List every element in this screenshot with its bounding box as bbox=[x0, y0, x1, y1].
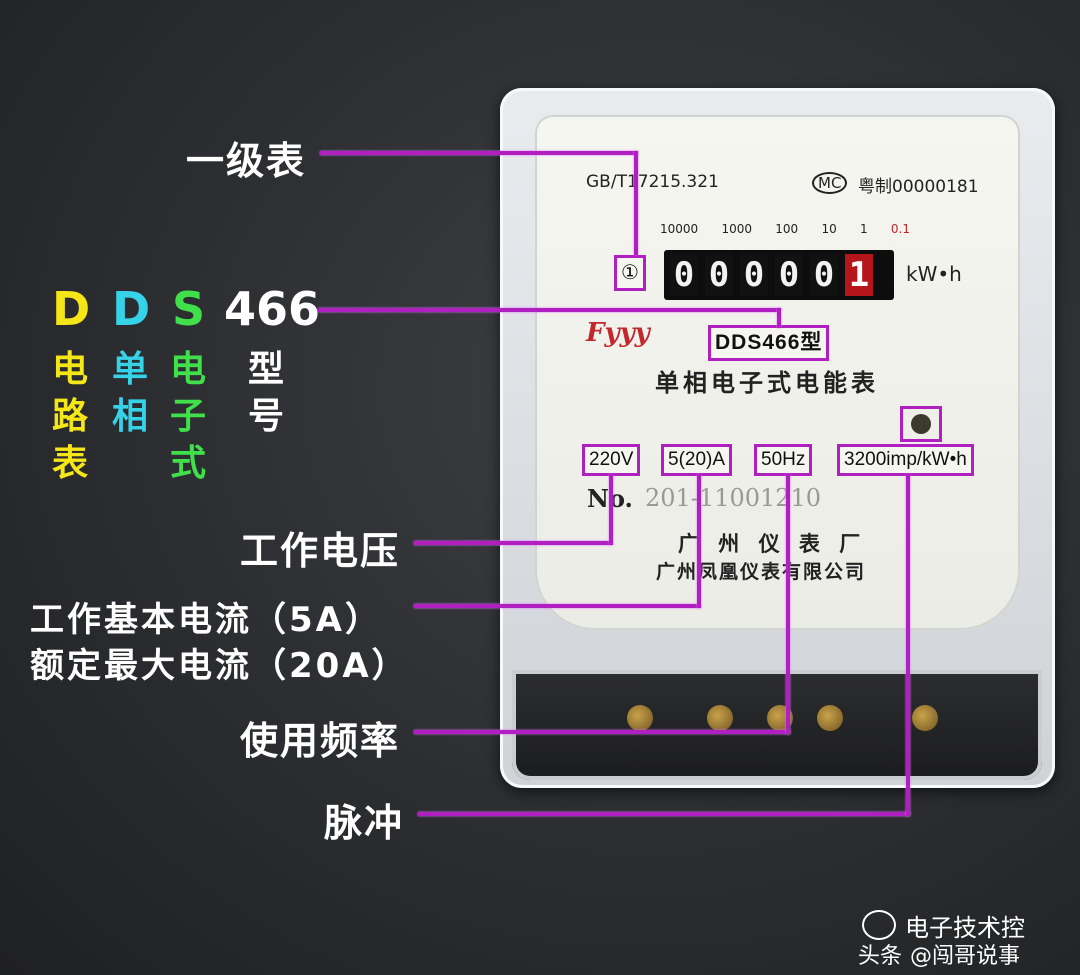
code-desc-char: 式 bbox=[169, 443, 206, 484]
code-letter-d1: D bbox=[52, 282, 91, 336]
code-digits: 466 bbox=[224, 282, 321, 336]
pulse-callout-line bbox=[906, 474, 910, 816]
grade-tag: ① bbox=[614, 255, 646, 291]
scale-label: 100 bbox=[775, 222, 799, 236]
code-desc-char: 单 bbox=[111, 349, 148, 390]
code-desc-char: 型 bbox=[247, 349, 284, 390]
terminal-screw bbox=[627, 705, 653, 731]
pulse-led bbox=[911, 414, 931, 434]
code-desc-char: 表 bbox=[51, 443, 88, 484]
voltage-label: 工作电压 bbox=[240, 529, 401, 573]
terminal-screw bbox=[817, 705, 843, 731]
counter-digit-decimal: 1 bbox=[845, 254, 873, 296]
scale-label: 1000 bbox=[721, 222, 752, 236]
counter-digit: 0 bbox=[740, 254, 768, 296]
license-number: 粤制00000181 bbox=[858, 177, 979, 197]
unit-label: kW•h bbox=[906, 262, 962, 286]
pulse-led-box bbox=[900, 406, 942, 442]
code-desc-char: 号 bbox=[247, 396, 284, 437]
counter-digit: 0 bbox=[775, 254, 803, 296]
pulse-callout-line bbox=[418, 812, 910, 816]
code-desc-char: 电 bbox=[51, 349, 88, 390]
current-callout-line bbox=[414, 604, 701, 608]
current-label-max: 额定最大电流（20A） bbox=[30, 646, 409, 686]
brand-logo: Fyyy bbox=[586, 318, 650, 348]
grade-callout-line bbox=[634, 151, 638, 255]
watermark-author: @闯哥说事 bbox=[910, 944, 1021, 969]
code-desc-char: 子 bbox=[169, 396, 206, 437]
voltage-tag: 220V bbox=[582, 444, 641, 476]
current-callout-line bbox=[697, 474, 701, 608]
frequency-callout-line bbox=[414, 730, 790, 734]
voltage-callout-line bbox=[609, 474, 613, 545]
pulse-tag: 3200imp/kW•h bbox=[837, 444, 974, 476]
counter-digit: 0 bbox=[705, 254, 733, 296]
watermark-platform: 头条 bbox=[858, 944, 903, 969]
terminal-screw bbox=[912, 705, 938, 731]
terminal-screw bbox=[707, 705, 733, 731]
watermark-title: 电子技术控 bbox=[905, 914, 1025, 942]
model-callout-line bbox=[777, 308, 781, 328]
product-name: 单相电子式电能表 bbox=[655, 369, 879, 397]
standard-number: GB/T17215.321 bbox=[586, 172, 719, 192]
kwh-counter: 0 0 0 0 0 1 bbox=[664, 250, 894, 300]
frequency-callout-line bbox=[786, 474, 790, 734]
maker-full: 广州凤凰仪表有限公司 bbox=[656, 561, 867, 583]
code-desc-char: 相 bbox=[111, 396, 148, 437]
current-tag: 5(20)A bbox=[661, 444, 733, 476]
voltage-callout-line bbox=[414, 541, 612, 545]
code-letter-s: S bbox=[172, 282, 206, 336]
scale-label: 10000 bbox=[660, 222, 699, 236]
model-callout-line bbox=[318, 308, 781, 312]
current-label-basic: 工作基本电流（5A） bbox=[30, 600, 382, 640]
model-tag: DDS466型 bbox=[708, 325, 830, 361]
counter-scale: 10000 1000 100 10 1 0.1 bbox=[660, 222, 910, 236]
meter-face bbox=[535, 115, 1020, 630]
code-desc-char: 路 bbox=[51, 396, 88, 437]
frequency-tag: 50Hz bbox=[754, 444, 813, 476]
pulse-label: 脉冲 bbox=[324, 801, 405, 845]
terminal-block bbox=[512, 670, 1042, 780]
counter-digit: 0 bbox=[810, 254, 838, 296]
mc-mark: MC bbox=[812, 172, 848, 194]
wechat-icon bbox=[862, 910, 896, 940]
serial-number: 201-11001210 bbox=[645, 484, 822, 512]
maker-short: 广 州 仪 表 厂 bbox=[678, 532, 867, 556]
grade-label: 一级表 bbox=[186, 139, 307, 183]
grade-callout-line bbox=[320, 151, 638, 155]
code-letter-d2: D bbox=[112, 282, 151, 336]
scale-label: 0.1 bbox=[890, 222, 910, 236]
code-desc-char: 电 bbox=[169, 349, 206, 390]
frequency-label: 使用频率 bbox=[240, 719, 401, 763]
scale-label: 10 bbox=[821, 222, 837, 236]
scale-label: 1 bbox=[859, 222, 868, 236]
counter-digit: 0 bbox=[670, 254, 698, 296]
